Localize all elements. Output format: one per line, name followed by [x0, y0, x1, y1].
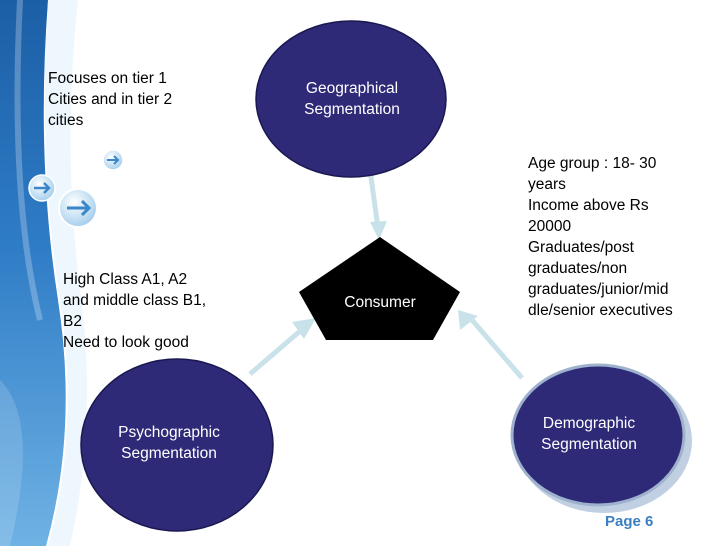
- demographic-node: [510, 363, 686, 507]
- connector-geographical-consumer: [367, 169, 387, 240]
- psychographic-node: [80, 358, 274, 532]
- psychographic-label: Psychographic Segmentation: [118, 424, 220, 462]
- sidebar-decoration: [0, 0, 88, 546]
- geographical-label: Geographical Segmentation: [304, 80, 400, 118]
- arrow-right-circle-icon: [58, 188, 98, 228]
- psychographic-note: High Class A1, A2 and middle class B1, B…: [63, 271, 207, 351]
- arrow-right-circle-icon: [102, 149, 124, 171]
- consumer-label: Consumer: [344, 294, 416, 311]
- connector-psychographic-consumer: [248, 318, 316, 376]
- arrow-right-circle-icon: [28, 174, 56, 202]
- demographic-note: Age group : 18- 30 years Income above Rs…: [528, 155, 673, 319]
- page-number: Page 6: [605, 513, 654, 530]
- connector-demographic-consumer: [458, 310, 524, 380]
- demographic-label: Demographic Segmentation: [541, 415, 637, 453]
- consumer-pentagon: [299, 237, 460, 340]
- geographical-note: Focuses on tier 1 Cities and in tier 2 c…: [48, 70, 173, 129]
- geographical-node: [255, 20, 447, 178]
